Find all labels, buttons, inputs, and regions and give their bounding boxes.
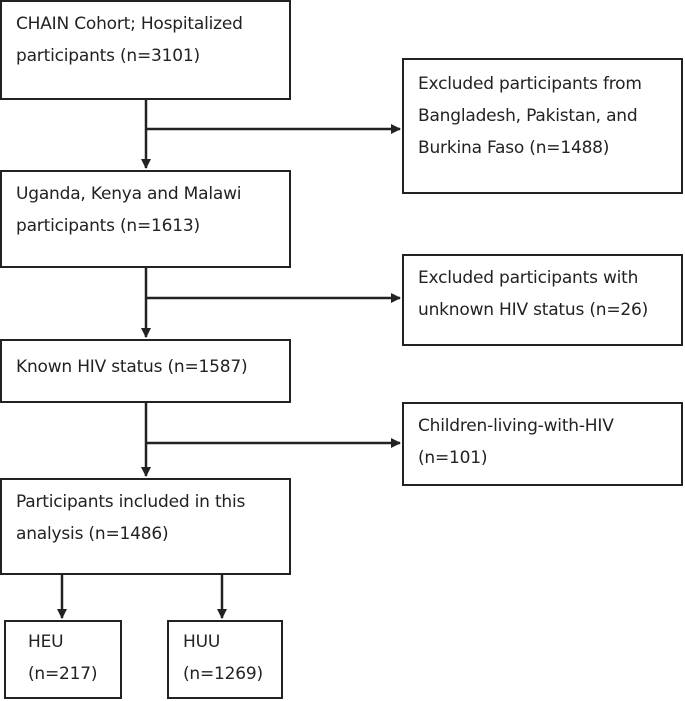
box-cohort: CHAIN Cohort; Hospitalized participants … — [0, 0, 291, 100]
box-excluded-unknown-line-2: unknown HIV status (n=26) — [418, 300, 649, 320]
box-included-line-1: Participants included in this — [16, 492, 246, 512]
box-children-line-2: (n=101) — [418, 448, 488, 468]
box-excluded-countries: Excluded participants from Bangladesh, P… — [402, 58, 683, 194]
box-huu-line-2: (n=1269) — [183, 664, 263, 684]
box-heu: HEU (n=217) — [4, 620, 122, 699]
box-uganda-line-1: Uganda, Kenya and Malawi — [16, 184, 242, 204]
box-cohort-line-2: participants (n=3101) — [16, 46, 200, 66]
box-children-living-hiv: Children-living-with-HIV (n=101) — [402, 402, 683, 486]
box-uganda-kenya-malawi: Uganda, Kenya and Malawi participants (n… — [0, 170, 291, 268]
box-heu-line-1: HEU — [28, 632, 64, 652]
box-known-hiv-line-1: Known HIV status (n=1587) — [16, 357, 248, 377]
box-excluded-unknown-line-1: Excluded participants with — [418, 268, 639, 288]
box-uganda-line-2: participants (n=1613) — [16, 216, 200, 236]
box-cohort-line-1: CHAIN Cohort; Hospitalized — [16, 14, 243, 34]
box-heu-line-2: (n=217) — [28, 664, 98, 684]
box-huu-line-1: HUU — [183, 632, 221, 652]
box-included-line-2: analysis (n=1486) — [16, 524, 169, 544]
box-excluded-unknown-hiv: Excluded participants with unknown HIV s… — [402, 254, 683, 346]
box-children-line-1: Children-living-with-HIV — [418, 416, 614, 436]
box-huu: HUU (n=1269) — [167, 620, 283, 699]
box-included: Participants included in this analysis (… — [0, 478, 291, 575]
box-excluded-countries-line-2: Bangladesh, Pakistan, and — [418, 106, 638, 126]
box-excluded-countries-line-3: Burkina Faso (n=1488) — [418, 138, 610, 158]
box-known-hiv: Known HIV status (n=1587) — [0, 339, 291, 403]
box-excluded-countries-line-1: Excluded participants from — [418, 74, 642, 94]
